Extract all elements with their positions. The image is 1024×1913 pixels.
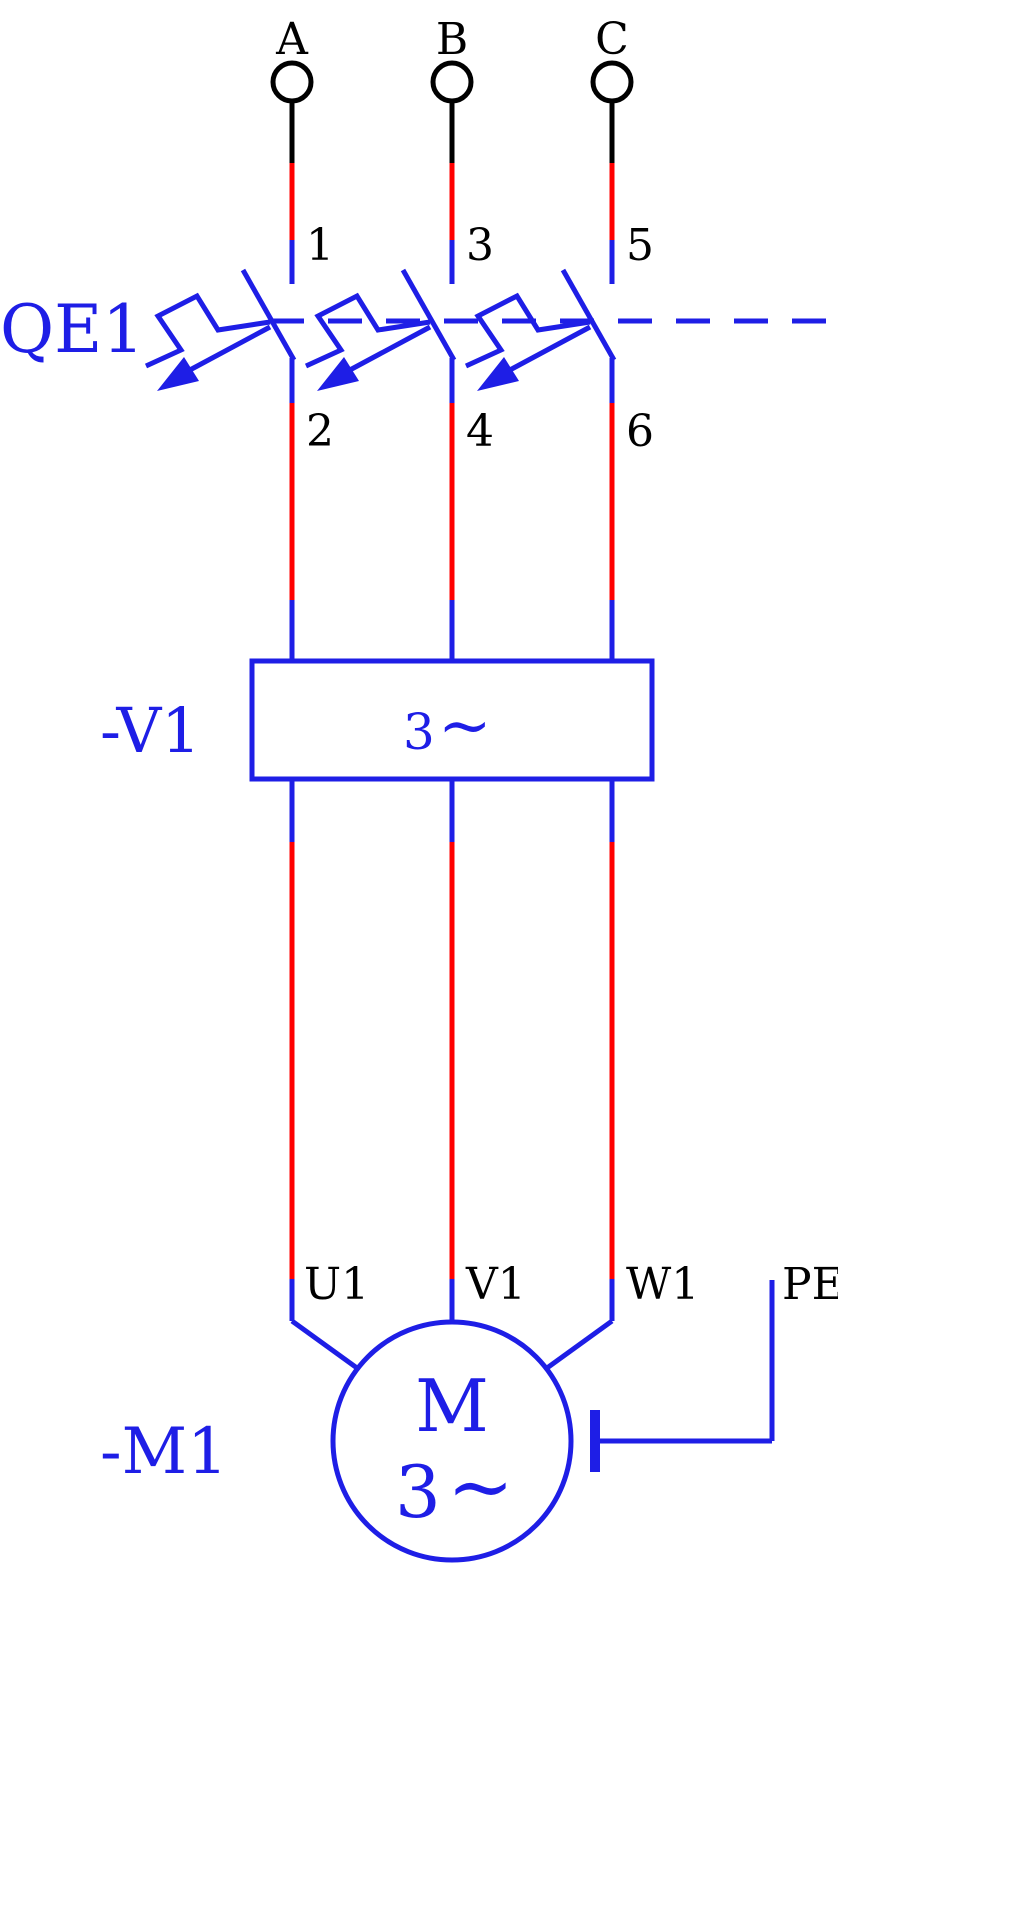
converter-to-motor-wires [289, 779, 615, 1371]
converter-box [249, 658, 655, 782]
pole-1-contact [240, 268, 297, 362]
converter-v1: 3 ~ -V1 [100, 658, 655, 782]
terminal-c-label: C [595, 14, 629, 65]
pole-2-trip-arrow-shaft [346, 324, 432, 374]
terminal-b-circle [430, 60, 474, 104]
terminal-c-circle [590, 60, 634, 104]
motor-terminal-w1: W1 [626, 1259, 699, 1310]
terminal-a-circle [270, 60, 314, 104]
pole-3-trip-arrow-shaft [506, 324, 592, 374]
pole-1-thermal-element [144, 292, 271, 369]
pole-2-label: 2 [306, 406, 334, 457]
pe-connection [590, 1280, 775, 1472]
converter-phase-number: 3 [403, 703, 435, 761]
pole-3-label: 3 [466, 220, 494, 271]
motor-terminal-pe: PE [782, 1259, 838, 1310]
pole-2-trip-arrowhead [317, 357, 359, 391]
circuit-diagram: A B C 1 3 5 2 4 6 QE1 [0, 14, 838, 1563]
pole-2-contact [400, 268, 457, 362]
pole-5-label: 5 [626, 220, 654, 271]
motor-terminal-v1: V1 [465, 1259, 526, 1310]
incoming-wires [289, 101, 615, 284]
breaker-pole-1 [144, 268, 297, 391]
pole-3-contact [560, 268, 617, 362]
pole-3-trip-arrowhead [477, 357, 519, 391]
breaker-pole-2 [304, 268, 457, 391]
pole-2-thermal-element [304, 292, 431, 369]
motor-phase-number: 3 [395, 1450, 441, 1534]
breaker-pole-3 [464, 268, 617, 391]
motor-m1: M 3 ~ -M1 [100, 1319, 574, 1563]
pole-6-label: 6 [626, 406, 654, 457]
pole-4-label: 4 [466, 406, 494, 457]
motor-letter: M [415, 1364, 489, 1448]
motor-designation: -M1 [100, 1415, 228, 1489]
pole-1-trip-arrowhead [157, 357, 199, 391]
breaker-to-converter-wires [289, 358, 615, 661]
terminal-b-label: B [436, 14, 468, 65]
wire-w-to-motor [545, 1318, 614, 1371]
motor-circle [330, 1319, 574, 1563]
terminal-c: C [590, 14, 634, 104]
converter-designation: -V1 [100, 694, 201, 767]
terminal-a-label: A [275, 14, 309, 65]
motor-tilde-icon: ~ [447, 1440, 514, 1533]
pole-1-trip-arrow-shaft [186, 324, 272, 374]
pole-1-label: 1 [306, 220, 334, 271]
pole-3-thermal-element [464, 292, 591, 369]
terminal-a: A [270, 14, 314, 104]
converter-tilde-icon: ~ [438, 689, 492, 763]
motor-terminal-u1: U1 [304, 1259, 369, 1310]
breaker-designation: QE1 [0, 291, 144, 368]
wire-u-to-motor [290, 1318, 359, 1371]
terminal-b: B [430, 14, 474, 104]
